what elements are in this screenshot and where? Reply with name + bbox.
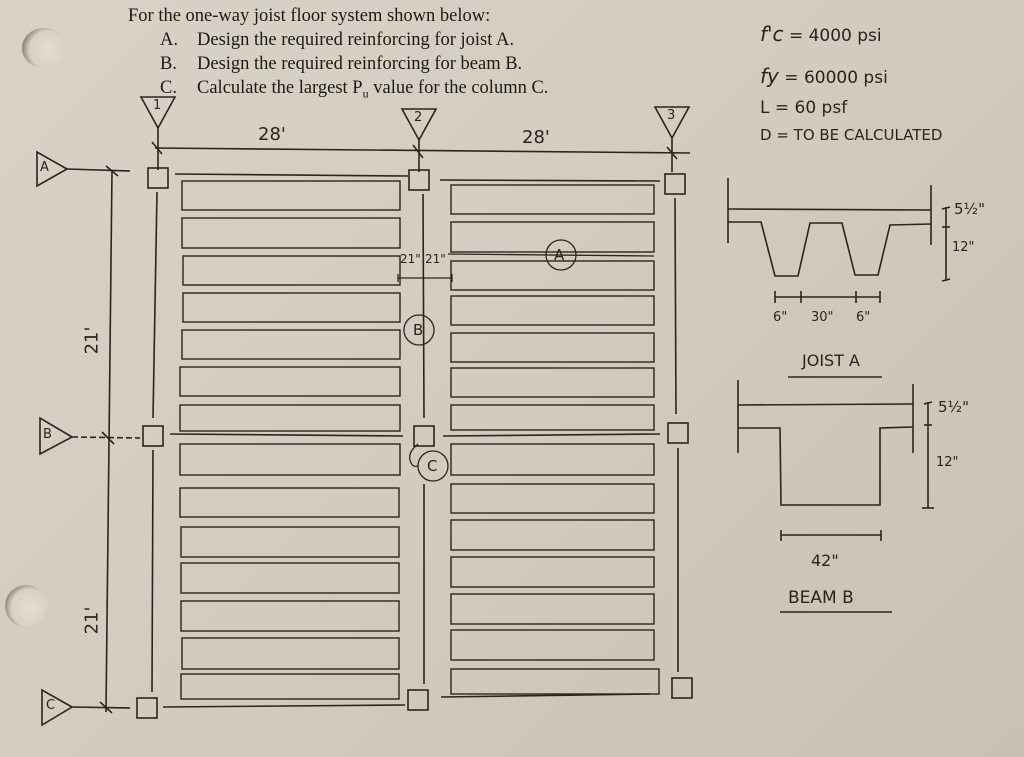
- given-fy: fy = 60000 psi: [760, 64, 888, 88]
- item-text: value for the column C.: [368, 78, 549, 98]
- joist-section-title: JOIST A: [802, 351, 860, 370]
- callout-label-c: C: [427, 457, 438, 475]
- joist-slab-thickness: 5½": [954, 200, 985, 218]
- fc-value: = 4000 psi: [788, 26, 882, 46]
- grid-label-b: B: [43, 427, 52, 442]
- problem-statement: For the one-way joist floor system shown…: [128, 4, 548, 106]
- item-letter: C.: [160, 78, 177, 98]
- beam-web-width: 42": [811, 551, 839, 570]
- callout-label-b: B: [413, 321, 424, 339]
- problem-intro: For the one-way joist floor system shown…: [128, 6, 491, 26]
- column-b3: [667, 422, 689, 444]
- beam-slab-thickness: 5½": [938, 398, 969, 416]
- binder-hole-bottom: [5, 585, 47, 627]
- callout-joist-a: [545, 239, 577, 271]
- grid-bubble-3: [653, 106, 691, 140]
- span-y-2: 21': [81, 606, 103, 635]
- column-b2: [413, 425, 435, 447]
- beam-b-section: [737, 380, 934, 613]
- beam-web-depth: 12": [936, 455, 959, 470]
- column-a3: [664, 173, 686, 195]
- joist-rib-depth: 12": [952, 240, 975, 255]
- grid-label-c: C: [46, 698, 56, 713]
- span-x-1: 28': [258, 124, 286, 145]
- rib-spacing-right: 21": [425, 252, 446, 266]
- given-live-load: L = 60 psf: [760, 98, 848, 118]
- column-c2: [407, 689, 429, 711]
- joist-pans-bay-2: [450, 184, 660, 695]
- item-text: Design the required reinforcing for jois…: [197, 30, 514, 50]
- grid-bubble-1: [139, 96, 177, 130]
- fy-symbol: fy: [760, 64, 779, 88]
- problem-item-b: B. Design the required reinforcing for be…: [128, 52, 548, 76]
- given-dead-load: D = TO BE CALCULATED: [760, 126, 943, 144]
- column-c3: [671, 677, 693, 699]
- column-b1: [142, 425, 164, 447]
- problem-item-c: C. Calculate the largest Pu value for the…: [128, 76, 548, 106]
- grid-label-1: 1: [153, 98, 162, 113]
- fc-symbol: f'c: [760, 22, 784, 46]
- joist-clear-spacing: 30": [811, 310, 834, 325]
- item-letter: B.: [160, 54, 177, 74]
- span-y-1: 21': [81, 326, 103, 355]
- item-letter: A.: [160, 30, 178, 50]
- joist-a-section: [727, 178, 951, 378]
- item-text: Design the required reinforcing for beam…: [197, 54, 523, 74]
- pu-subscript: u: [362, 86, 369, 101]
- grid-label-3: 3: [667, 108, 676, 123]
- beam-section-title: BEAM B: [788, 588, 854, 608]
- column-a1: [147, 167, 169, 189]
- binder-hole-top: [22, 28, 66, 68]
- grid-bubble-c: [41, 688, 74, 727]
- item-text: Calculate the largest P: [197, 78, 363, 98]
- callout-label-a: A: [554, 246, 565, 264]
- grid-label-a: A: [40, 160, 49, 175]
- joist-rib-width-left: 6": [773, 310, 788, 325]
- rib-spacing-left: 21": [400, 252, 421, 266]
- given-fc: f'c = 4000 psi: [760, 22, 882, 46]
- grid-bubble-2: [400, 108, 438, 142]
- grid-label-2: 2: [414, 110, 423, 125]
- callout-beam-b: [403, 314, 435, 346]
- grid-bubble-a: [36, 150, 69, 188]
- column-a2: [408, 169, 430, 191]
- problem-item-a: A. Design the required reinforcing for jo…: [128, 28, 548, 52]
- joist-pans-bay-1: [179, 180, 401, 700]
- joist-rib-width-right: 6": [856, 310, 871, 325]
- column-c1: [136, 697, 158, 719]
- grid-bubble-b: [39, 416, 74, 456]
- span-x-2: 28': [522, 127, 550, 148]
- fy-value: = 60000 psi: [784, 68, 888, 88]
